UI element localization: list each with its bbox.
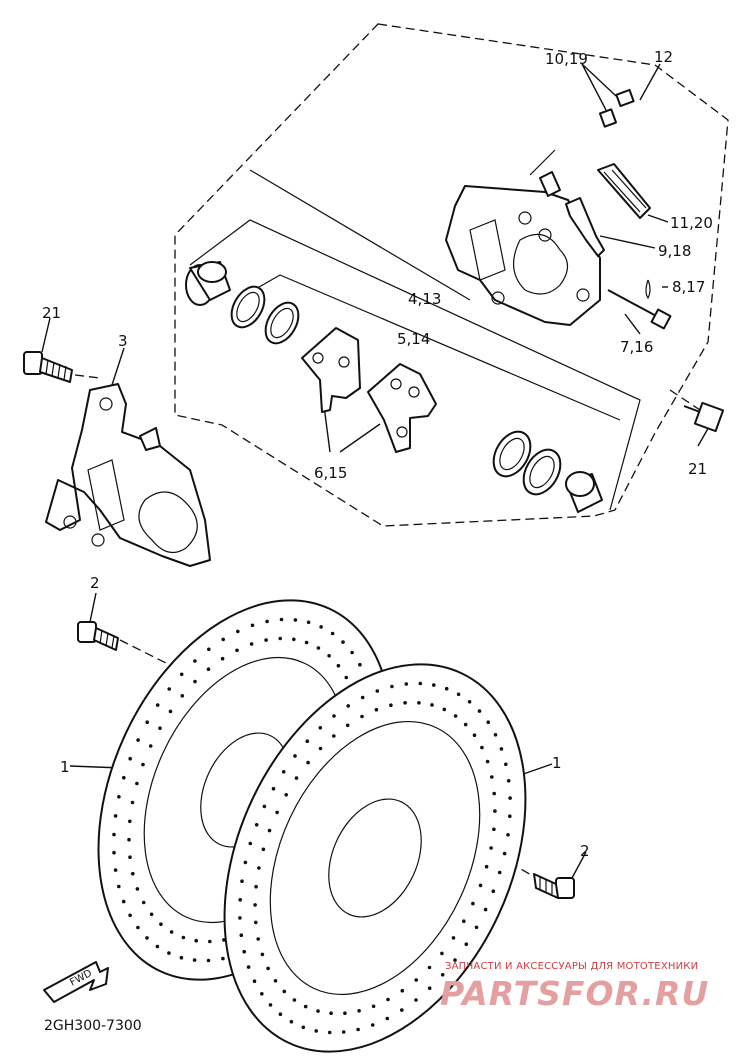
label-12: 12 [654,48,673,66]
bleed-screw-icon [598,88,635,128]
pin-clip-icon [645,279,651,300]
right-caliper-icon [445,171,601,326]
seal-5-icon [264,301,300,345]
label-4-13: 4,13 [408,290,441,308]
bolt-2-top-icon [77,621,119,651]
label-1-right: 1 [552,754,562,772]
brake-pad-front-icon [301,327,361,413]
assembly-outline-dashed [174,23,729,527]
watermark-logo: PARTSFOR.RU [440,974,710,1013]
label-21-left: 21 [42,304,61,322]
label-3: 3 [118,332,128,350]
label-10-19: 10,19 [545,50,588,68]
label-21-right: 21 [688,460,707,478]
fwd-arrow-icon: FWD [43,961,109,1003]
pad-spring-icon [597,163,651,219]
label-7-16: 7,16 [620,338,653,356]
label-1-left: 1 [60,758,70,776]
label-2-top: 2 [90,574,100,592]
pad-clip-icon [565,197,605,257]
callout-labels: 10,19 12 11,20 9,18 8,17 4,13 5,14 7,16 … [42,48,713,860]
diagram-code: 2GH300-7300 [44,1018,142,1034]
piston-right-icon [565,471,603,513]
bolt-21-left-icon [23,351,73,383]
bolt-21-right-icon [683,401,725,433]
bolt-2-bottom-icon [533,873,575,899]
label-8-17: 8,17 [672,278,705,296]
seal-14-icon [492,430,532,478]
label-2-bottom: 2 [580,842,590,860]
seal-13-icon [522,448,562,496]
label-6-15: 6,15 [314,464,347,482]
watermark-caption: ЗАПЧАСТИ И АКСЕССУАРЫ ДЛЯ МОТОТЕХНИКИ [445,961,699,972]
seal-4-icon [230,285,266,329]
piston-left-icon [185,261,231,306]
left-caliper-icon [45,383,211,567]
brake-pad-rear-icon [367,363,437,453]
label-11-20: 11,20 [670,214,713,232]
brake-disc-right-icon [223,663,527,1053]
label-9-18: 9,18 [658,242,691,260]
pad-pin-icon [607,289,672,330]
label-5-14: 5,14 [397,330,430,348]
